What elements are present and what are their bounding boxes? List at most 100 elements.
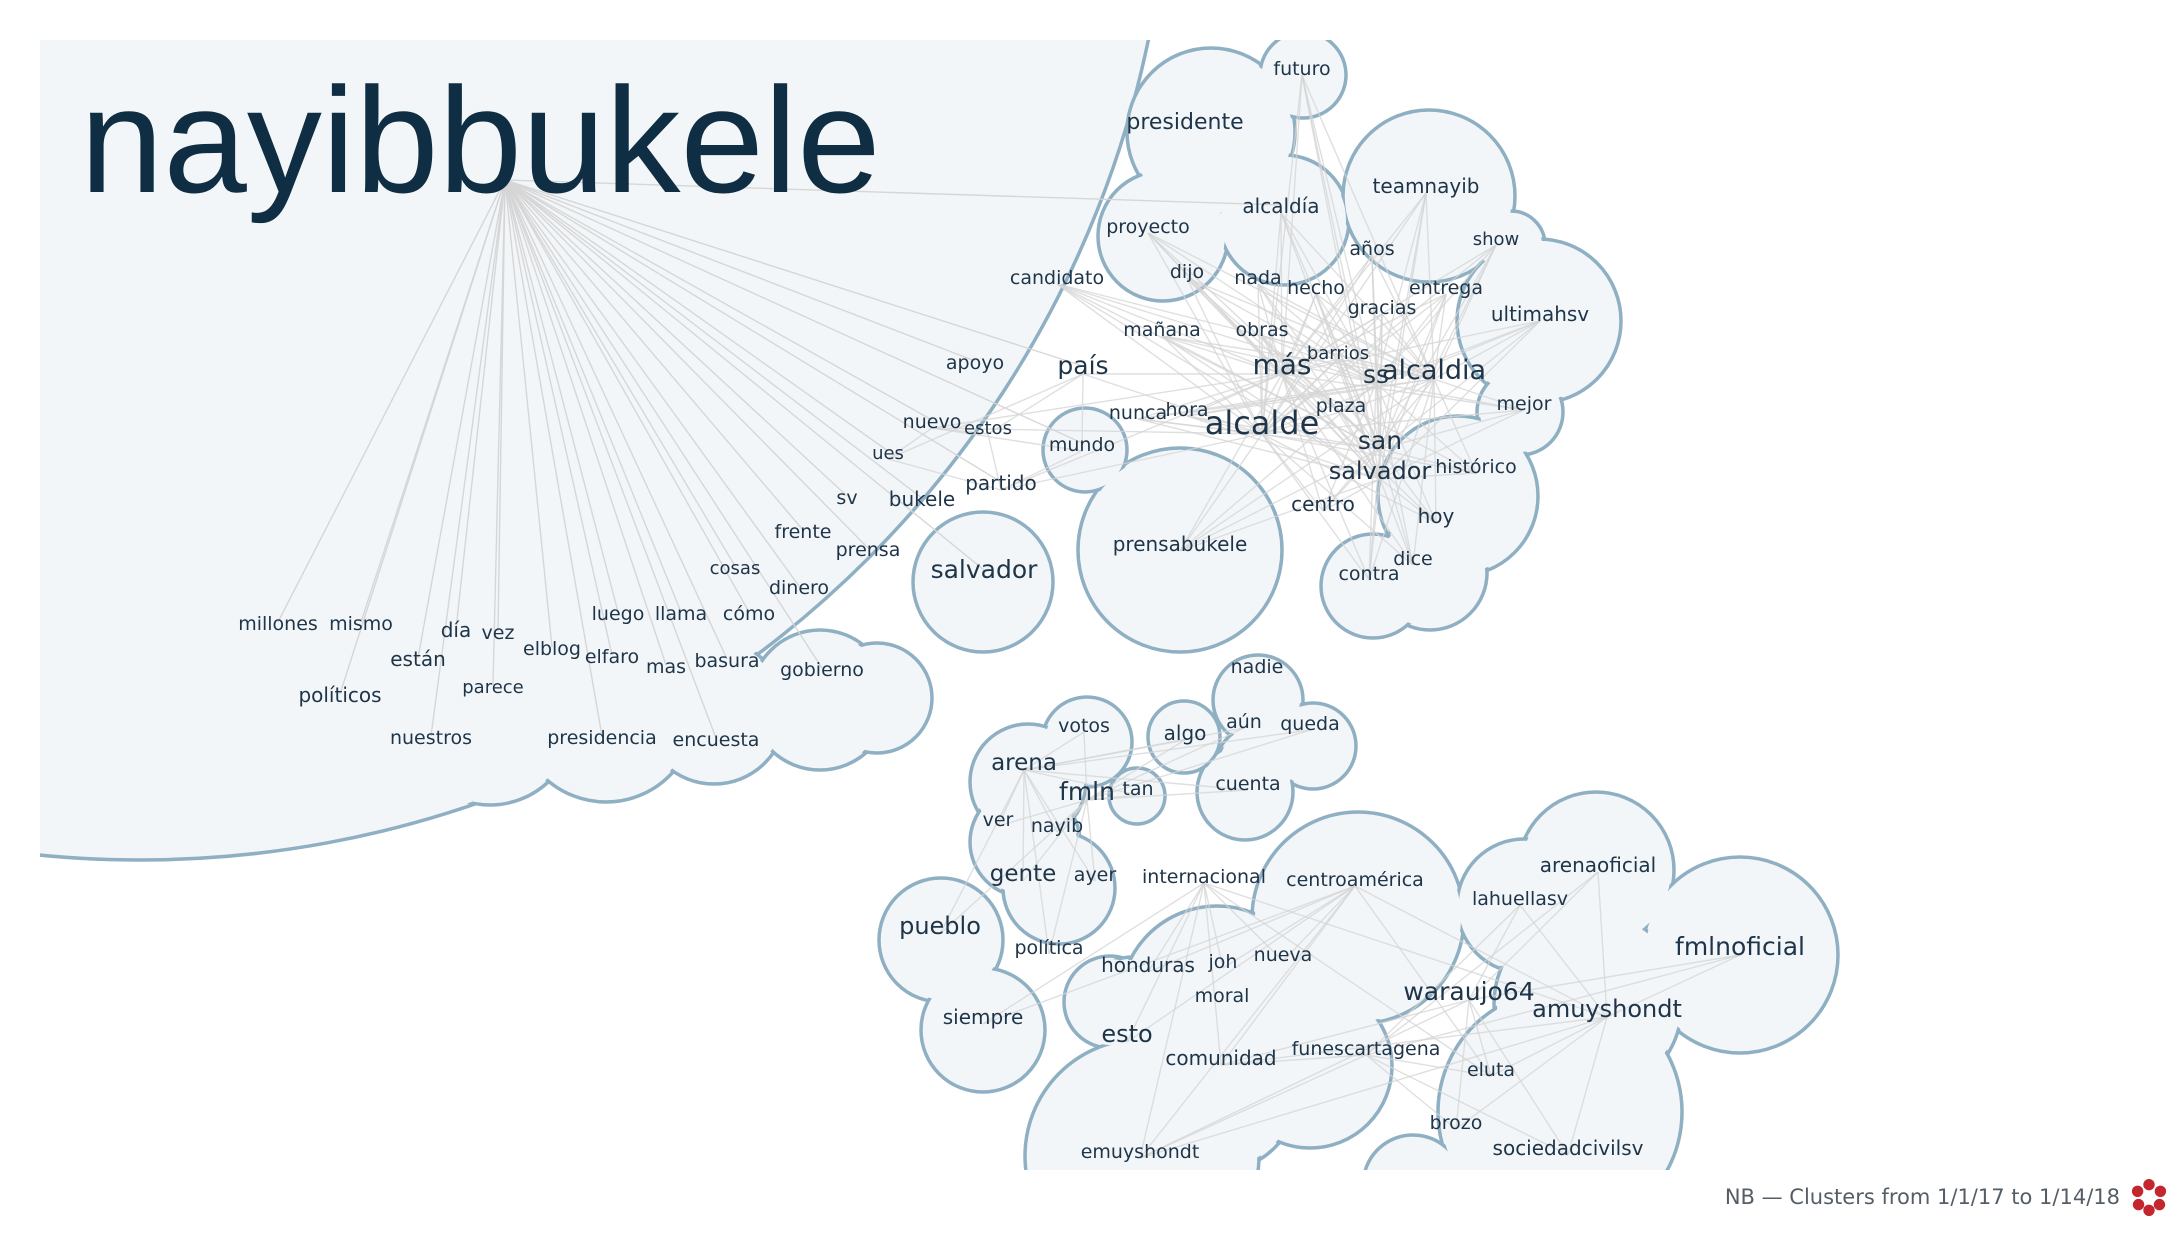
edge-line — [1179, 433, 1263, 552]
edge-line — [982, 885, 1356, 1025]
edge-line — [1261, 212, 1282, 435]
edge-line — [887, 373, 1084, 460]
edge-line — [1186, 382, 1377, 417]
word-label: sociedadcivilsv — [1493, 1136, 1644, 1160]
edge-line — [1365, 954, 1741, 1056]
edge-line — [504, 179, 933, 421]
edge-line — [1082, 373, 1263, 435]
word-label: llama — [655, 603, 707, 625]
edge-line — [1490, 1016, 1608, 1077]
cluster-bubble — [1216, 658, 1300, 742]
cluster-bubble — [924, 971, 1042, 1089]
edge-line — [1468, 999, 1492, 1077]
edge-line — [1139, 999, 1470, 1159]
edge-line — [931, 427, 1263, 435]
word-label: nada — [1234, 267, 1281, 289]
word-label: fmlnoficial — [1675, 932, 1805, 961]
word-label: san — [1358, 426, 1402, 455]
edge-line — [1139, 882, 1205, 1159]
edge-line — [1412, 378, 1435, 566]
edge-line — [504, 179, 985, 571]
word-label: política — [1014, 937, 1083, 959]
word-label: estos — [964, 418, 1012, 439]
edge-line — [1280, 212, 1377, 384]
edge-line — [504, 179, 976, 362]
edge-line — [1137, 373, 1283, 420]
edge-line — [1301, 74, 1381, 480]
word-label: hora — [1165, 399, 1208, 421]
word-label: día — [441, 618, 472, 642]
word-label: salvador — [1329, 457, 1432, 485]
edge-line — [1048, 799, 1088, 955]
word-label: mañana — [1123, 319, 1201, 341]
cluster-bubble — [1255, 815, 1461, 1021]
edge-line — [1086, 789, 1249, 801]
edge-line — [1261, 320, 1541, 435]
edge-line — [982, 882, 1205, 1025]
word-label: nadie — [1231, 656, 1284, 678]
page-title: nayibbukele — [80, 56, 881, 224]
word-label: hecho — [1287, 277, 1345, 299]
word-label: honduras — [1101, 953, 1195, 977]
edge-line — [1203, 882, 1492, 1077]
edge-line — [1161, 335, 1381, 480]
edge-line — [1261, 335, 1377, 384]
edge-line — [1281, 373, 1437, 524]
edge-line — [455, 179, 506, 630]
edge-line — [504, 179, 889, 452]
edge-line — [1022, 769, 1025, 882]
crop-mask — [0, 0, 40, 1244]
word-label: basura — [694, 650, 759, 672]
word-label: amuyshondt — [1532, 995, 1682, 1023]
word-label: brozo — [1430, 1112, 1483, 1134]
edge-line — [1322, 382, 1377, 512]
cluster-bubble — [1273, 706, 1353, 786]
word-label: centroamérica — [1286, 869, 1424, 891]
edge-line — [1023, 727, 1245, 771]
edge-line — [1425, 192, 1435, 380]
edge-line — [1368, 382, 1377, 581]
edge-line — [1023, 729, 1311, 771]
edge-line — [1186, 277, 1381, 450]
word-label: nuestros — [390, 727, 472, 749]
edge-line — [1379, 448, 1477, 474]
word-label: ver — [983, 809, 1014, 831]
word-label: proyecto — [1106, 216, 1190, 238]
edge-line — [1186, 415, 1381, 480]
edge-line — [1056, 283, 1377, 384]
edge-line — [1147, 232, 1377, 384]
word-label: histórico — [1435, 456, 1516, 478]
cluster-bubble — [645, 643, 783, 781]
edge-line — [931, 427, 989, 435]
edge-line — [504, 179, 869, 549]
word-label: siempre — [943, 1005, 1024, 1029]
word-label: show — [1473, 229, 1520, 250]
edge-line — [1220, 1016, 1608, 1066]
word-label: sv — [836, 487, 857, 509]
word-label: millones — [238, 613, 318, 635]
edge-line — [1340, 378, 1435, 413]
word-label: ss — [1363, 360, 1389, 389]
edge-line — [1139, 885, 1356, 1159]
word-label: aún — [1226, 711, 1262, 733]
edge-line — [1365, 904, 1521, 1056]
cluster-bubble — [267, 633, 401, 767]
edge-line — [504, 179, 553, 648]
word-label: gobierno — [780, 659, 864, 681]
word-label: elfaro — [585, 646, 639, 668]
edge-line — [1203, 882, 1222, 1066]
edge-line — [1056, 283, 1283, 375]
edge-line — [1220, 999, 1470, 1066]
edge-line — [504, 179, 717, 739]
edge-line — [1379, 320, 1541, 450]
edge-line — [1379, 313, 1383, 480]
edge-line — [1203, 882, 1284, 962]
word-label: presidencia — [547, 727, 656, 749]
word-label: centro — [1291, 492, 1355, 516]
edge-line — [1056, 283, 1381, 480]
edge-line — [1433, 320, 1541, 380]
edge-line — [1000, 433, 1263, 491]
edge-line — [987, 433, 1002, 491]
edge-line — [504, 179, 603, 737]
